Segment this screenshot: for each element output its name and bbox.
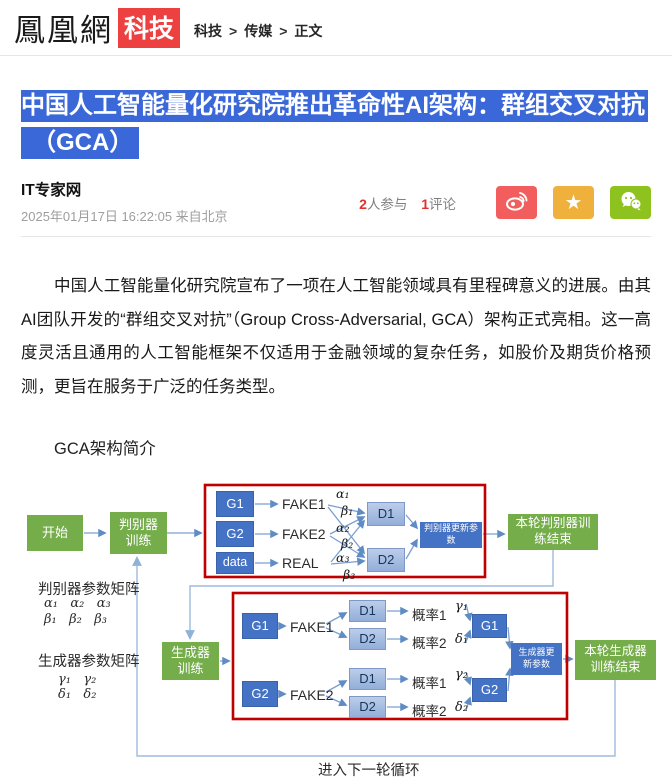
diagram-label-gen-matrix-row2: δ₁ δ₂ — [58, 687, 97, 702]
diagram-node-start: 开始 — [27, 515, 83, 551]
diagram-node-generator-training: 生成器 训练 — [162, 642, 219, 680]
diagram-node-p2-g1: G1 — [242, 613, 278, 639]
diagram-label-beta3: β₃ — [343, 567, 356, 582]
section-heading: GCA架构简介 — [54, 440, 156, 458]
participants-count: 2 — [359, 195, 367, 212]
discriminator-phase-frame — [203, 483, 487, 579]
diagram-label-delta1: δ₁ — [455, 632, 469, 647]
diagram-node-discriminator-round-end: 本轮判别器训 练结束 — [508, 514, 598, 550]
diagram-label-p2-fake1: FAKE1 — [290, 619, 334, 635]
diagram-node-g2: G2 — [216, 521, 254, 547]
article-dateline: 2025年01月17日 16:22:05 来自北京 — [21, 209, 228, 224]
site-logo[interactable]: 鳳凰網 — [14, 13, 113, 49]
meta-right: 2人参与 1评论 ★ — [359, 186, 651, 219]
diagram-node-p2-g2-right: G2 — [472, 678, 507, 702]
article-title: 中国人工智能量化研究院推出革命性AI架构：群组交叉对抗 （GCA） — [21, 87, 651, 161]
diagram-label-gen-matrix-title: 生成器参数矩阵 — [38, 654, 140, 670]
diagram-label-fake2: FAKE2 — [282, 526, 326, 542]
participants-label: 人参与 — [366, 196, 408, 212]
diagram-label-prob1b: 概率1 — [412, 676, 447, 691]
diagram-node-p2-g1-right: G1 — [472, 614, 507, 638]
article-title-line1: 中国人工智能量化研究院推出革命性AI架构：群组交叉对抗 — [21, 90, 648, 122]
article-source[interactable]: IT专家网 — [21, 182, 82, 199]
diagram-label-prob2a: 概率2 — [412, 636, 447, 651]
diagram-label-alpha1: α₁ — [336, 486, 350, 501]
diagram-label-disc-matrix-row1: α₁ α₂ α₃ — [44, 596, 111, 611]
share-bar: ★ — [480, 186, 651, 219]
diagram-node-d1: D1 — [367, 502, 405, 526]
diagram-label-beta2: β₂ — [341, 536, 354, 551]
diagram-node-p2-d1a: D1 — [349, 600, 386, 622]
wechat-share-button[interactable] — [610, 186, 651, 219]
diagram-label-alpha3: α₃ — [336, 550, 350, 565]
diagram-node-p2-g2: G2 — [242, 681, 278, 707]
diagram-node-d2: D2 — [367, 548, 405, 572]
breadcrumb-separator: > — [279, 22, 288, 39]
article-paragraph: 中国人工智能量化研究院宣布了一项在人工智能领域具有里程碑意义的进展。由其AI团队… — [21, 277, 651, 396]
article-title-line2: （GCA） — [21, 127, 140, 159]
meta-divider — [21, 236, 651, 237]
diagram-node-generator-round-end: 本轮生成器 训练结束 — [575, 640, 656, 680]
diagram-node-generator-update-params: 生成器更 新参数 — [511, 643, 562, 675]
gca-architecture-diagram: 开始 判别器 训练 本轮判别器训 练结束 生成器 训练 本轮生成器 训练结束 G… — [0, 472, 672, 779]
diagram-label-gen-matrix-row1: γ₁ γ₂ — [58, 672, 97, 687]
wechat-icon — [619, 190, 643, 215]
diagram-label-disc-matrix-title: 判别器参数矩阵 — [38, 582, 140, 598]
star-icon: ★ — [564, 191, 583, 214]
breadcrumb-item-media[interactable]: 传媒 — [244, 22, 273, 39]
diagram-label-real: REAL — [282, 555, 319, 571]
weibo-icon — [505, 190, 529, 215]
diagram-node-p2-d2b: D2 — [349, 696, 386, 718]
diagram-label-next-loop: 进入下一轮循环 — [318, 763, 420, 779]
diagram-label-disc-matrix-row2: β₁ β₂ β₃ — [44, 612, 107, 627]
breadcrumb-item-article: 正文 — [294, 22, 323, 39]
diagram-label-gamma1: γ₁ — [455, 599, 468, 614]
diagram-label-beta1: β₁ — [341, 503, 354, 518]
diagram-label-prob1a: 概率1 — [412, 608, 447, 623]
article-stats: 2人参与 1评论 — [359, 193, 466, 213]
site-header: 鳳凰網 科技 科技 > 传媒 > 正文 — [0, 0, 672, 56]
diagram-node-discriminator-training: 判别器 训练 — [110, 512, 167, 554]
diagram-node-g1: G1 — [216, 491, 254, 517]
diagram-node-discriminator-update-params: 判别器更新参 数 — [420, 522, 482, 548]
diagram-label-prob2b: 概率2 — [412, 704, 447, 719]
comments-label[interactable]: 评论 — [429, 196, 456, 212]
diagram-label-fake1: FAKE1 — [282, 496, 326, 512]
comments-count: 1 — [421, 195, 429, 212]
site-logo-tech-badge[interactable]: 科技 — [118, 7, 181, 48]
meta-left: IT专家网 2025年01月17日 16:22:05 来自北京 — [21, 178, 228, 225]
favorite-star-button[interactable]: ★ — [553, 186, 594, 219]
diagram-node-p2-d2a: D2 — [349, 628, 386, 650]
diagram-label-delta2: δ₂ — [455, 700, 469, 715]
diagram-label-gamma2: γ₂ — [455, 667, 468, 682]
breadcrumb: 科技 > 传媒 > 正文 — [194, 21, 322, 41]
article-meta: IT专家网 2025年01月17日 16:22:05 来自北京 2人参与 1评论 — [21, 178, 651, 225]
diagram-label-alpha2: α₂ — [336, 520, 350, 535]
diagram-label-p2-fake2: FAKE2 — [290, 687, 334, 703]
diagram-node-data: data — [216, 552, 254, 574]
generator-phase-frame — [231, 591, 569, 721]
diagram-node-p2-d1b: D1 — [349, 668, 386, 690]
breadcrumb-separator: > — [229, 22, 238, 39]
weibo-share-button[interactable] — [496, 186, 537, 219]
breadcrumb-item-tech[interactable]: 科技 — [194, 22, 223, 39]
